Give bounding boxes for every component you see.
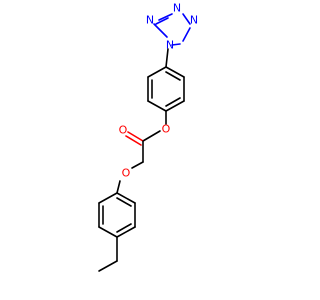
atom-o-ester: O <box>162 123 171 136</box>
bond-ring2-inner-3 <box>116 197 132 207</box>
bonds <box>98 13 191 272</box>
bond-ring1-c <box>147 100 167 112</box>
bond-ring2-a <box>98 192 118 204</box>
bond-oester-carbonylc <box>142 130 161 142</box>
bond-oether-ring2 <box>116 180 121 194</box>
bond-ring2-f <box>116 192 136 204</box>
bond-ring2-d <box>116 226 136 238</box>
bond-n4-c5 <box>182 27 191 42</box>
atom-o-ether: O <box>122 167 131 180</box>
atom-labels: N N N N O O O <box>119 2 198 180</box>
bond-ring2-inner-2 <box>116 223 132 233</box>
bond-n3-n4 <box>182 13 191 25</box>
bond-carbonyl-double-2 <box>125 135 142 146</box>
bond-ring2-c <box>98 226 118 238</box>
chemical-structure-diagram: N N N N O O O <box>98 2 198 272</box>
bond-ring1-f <box>165 66 185 78</box>
atom-n3: N <box>173 2 181 15</box>
bond-ring1-d <box>165 100 185 112</box>
bond-ring1-inner-3 <box>165 71 181 81</box>
bond-c5-n1 <box>171 43 181 46</box>
bond-ring1-inner-2 <box>165 97 181 107</box>
atom-n1: N <box>166 39 174 52</box>
bond-n2-n3 <box>158 13 173 21</box>
atom-n4: N <box>190 14 198 27</box>
bond-ch2-oether <box>131 161 144 169</box>
bond-n1-phenyl <box>165 48 169 68</box>
bond-ethyl-ch3 <box>98 260 118 272</box>
atom-n2: N <box>146 14 154 27</box>
atom-o-carbonyl: O <box>119 124 128 137</box>
bond-n2-n3-double <box>155 17 169 25</box>
bond-ring1-a <box>147 66 167 78</box>
bond-n1-n2 <box>153 23 168 38</box>
bond-carbonyl-double-1 <box>127 131 144 142</box>
